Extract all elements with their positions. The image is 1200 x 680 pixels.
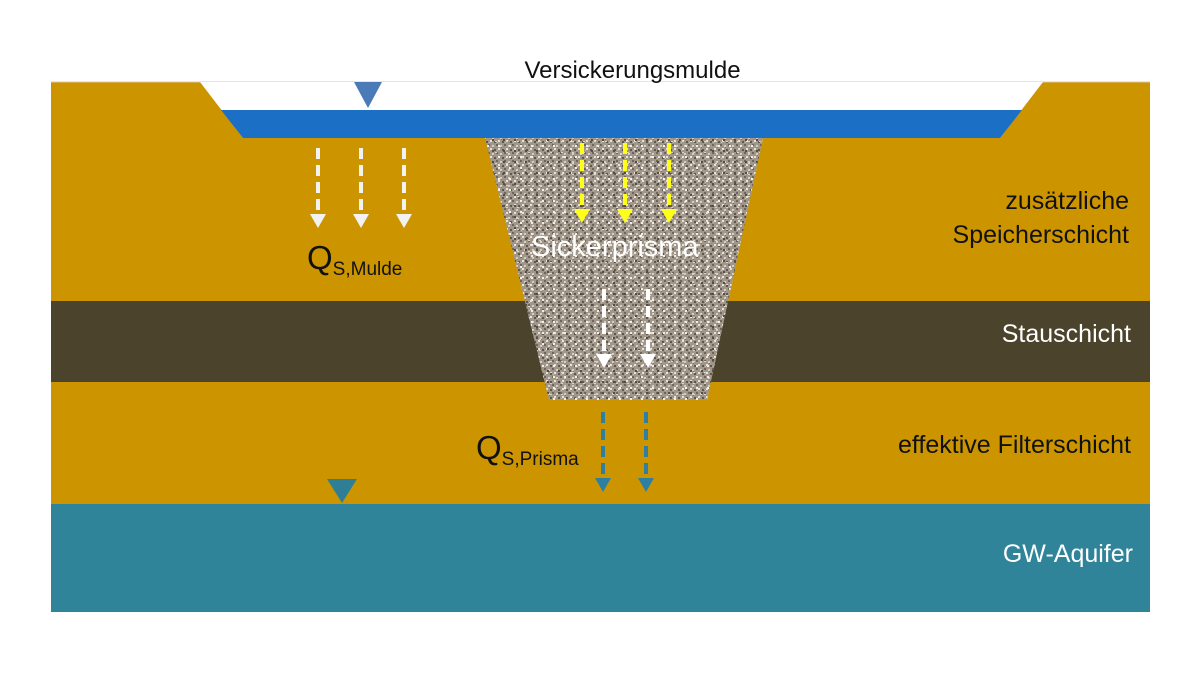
prism-yellow-arrow-head — [617, 209, 633, 223]
prisma-outflow-arrow-head — [638, 478, 654, 492]
swale-water — [221, 110, 1022, 138]
prism-white-arrow-head — [596, 354, 612, 368]
diagram-title: Versickerungsmulde — [524, 57, 741, 84]
aquifer-layer — [51, 504, 1150, 612]
prism-yellow-arrow-head — [574, 209, 590, 223]
layer-label-speicher-line2: Speicherschicht — [952, 221, 1129, 249]
water-level-marker — [354, 82, 382, 108]
flow-label-prisma-subscript: S,Prisma — [501, 449, 579, 470]
mulde-flow-arrow-head — [396, 214, 412, 228]
groundwater-level-marker — [327, 479, 357, 503]
flow-label-prisma-symbol: Q — [476, 429, 502, 466]
prism-yellow-arrow-head — [661, 209, 677, 223]
flow-label-mulde-subscript: S,Mulde — [332, 259, 403, 280]
prism-label: Sickerprisma — [531, 231, 699, 263]
mulde-flow-arrow-head — [353, 214, 369, 228]
layer-label-aquifer: GW-Aquifer — [1002, 540, 1133, 568]
layer-label-speicher: zusätzliche Speicherschicht — [729, 184, 1129, 252]
flow-arrows — [310, 143, 677, 492]
layer-label-stau: Stauschicht — [1001, 320, 1131, 348]
seepage-prism-texture — [485, 138, 763, 400]
prisma-outflow-arrow-head — [595, 478, 611, 492]
flow-label-prisma: QS,Prisma — [476, 429, 579, 471]
layer-label-speicher-line1: zusätzliche — [1005, 187, 1129, 215]
flow-label-mulde-symbol: Q — [307, 239, 333, 276]
layer-label-filter: effektive Filterschicht — [898, 431, 1131, 459]
flow-label-mulde: QS,Mulde — [307, 239, 402, 281]
prism-white-arrow-head — [640, 354, 656, 368]
mulde-flow-arrow-head — [310, 214, 326, 228]
